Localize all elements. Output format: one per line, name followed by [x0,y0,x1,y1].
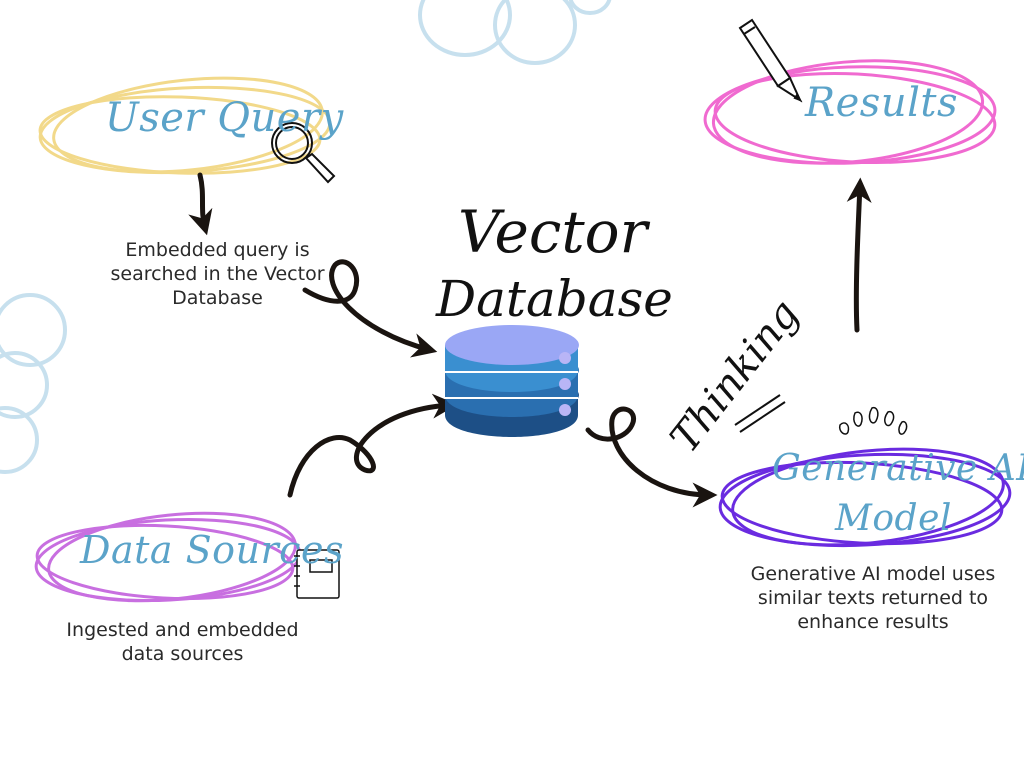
data-sources-caption-line1: Ingested and embedded [66,619,299,641]
sparkle-icon [838,406,908,435]
data-sources-caption-line2: data sources [121,643,244,665]
thinking-label: Thinking [662,291,809,461]
arrow-model-to-results [846,177,872,333]
arrow-query-down [188,172,213,236]
flow-arrows [188,172,872,508]
vector-db-title-line1: Vector [458,198,648,266]
model-caption-line2: similar texts returned to [757,587,989,609]
model-title-line1: Generative AI [772,448,1024,489]
arrow-query-to-db [302,259,438,358]
decorative-circles-top [418,0,612,65]
user-query-title: User Query [105,95,344,141]
query-caption-line3: Database [172,287,263,309]
thinking-underline [734,394,786,433]
data-sources-title: Data Sources [80,528,344,572]
model-caption-line1: Generative AI model uses [750,563,996,585]
arrow-sources-to-db [287,393,458,498]
data-sources-caption: Ingested and embedded data sources [40,618,325,666]
vector-db-title-line2: Database [436,270,673,328]
results-ring [703,59,997,165]
model-ring [718,447,1012,548]
database-icon [445,325,579,437]
query-caption-line2: searched in the Vector [110,263,325,285]
results-title: Results [805,80,958,126]
decorative-circles-left [0,293,67,474]
query-caption: Embedded query is searched in the Vector… [95,238,340,310]
model-caption: Generative AI model uses similar texts r… [728,562,1018,634]
model-title-line2: Model [835,498,952,539]
model-caption-line3: enhance results [797,611,949,633]
user-query-ring [38,76,332,175]
arrow-db-to-model [585,406,718,508]
pencil-icon [738,18,803,103]
query-caption-line1: Embedded query is [125,239,310,261]
notebook-icon [294,549,340,599]
magnifier-icon [271,122,336,184]
